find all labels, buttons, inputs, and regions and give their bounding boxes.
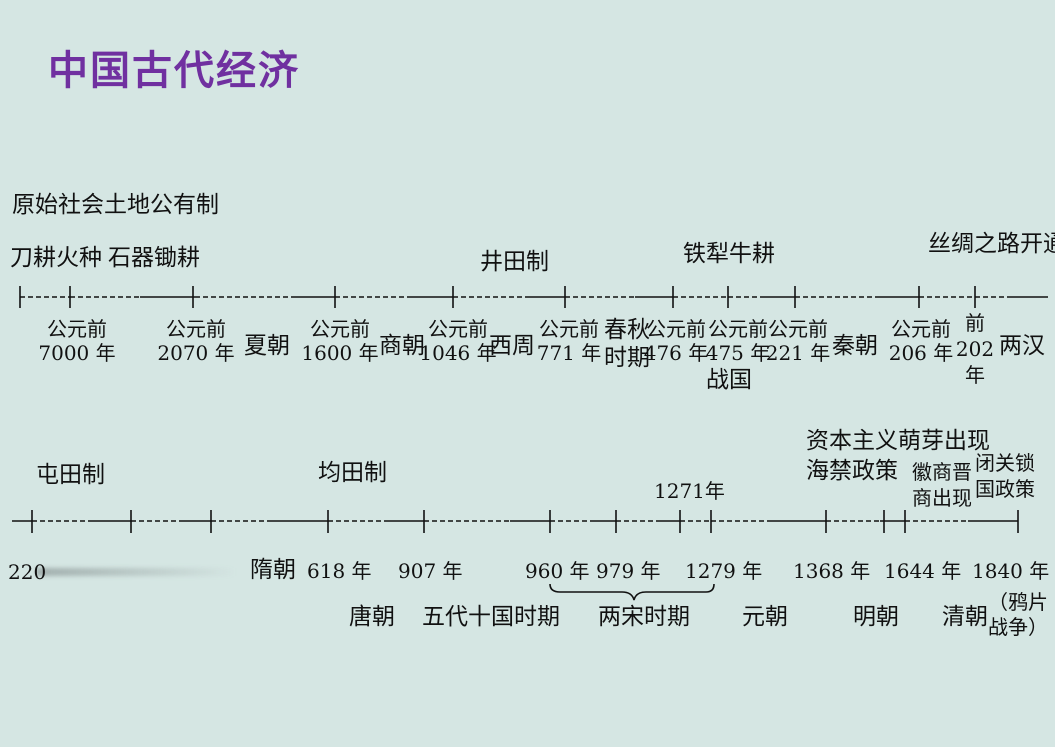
date-202bc: 前 202 年 [956,310,994,388]
label-tuntian: 屯田制 [36,462,105,488]
page-title: 中国古代经济 [48,48,300,94]
label-line: 国政策 [975,477,1035,501]
date-line: 公元前 [539,317,599,341]
label-opium-war: （鸦片 战争） [988,590,1048,640]
date-1046bc: 公元前 1046 年 [419,317,496,366]
label-huishang: 徽商晋 商出现 [912,459,972,511]
label-yuan: 元朝 [742,604,788,630]
label-jingtian: 井田制 [480,249,549,275]
label-daogeng: 刀耕火种 [10,245,102,271]
label-qin: 秦朝 [832,333,878,359]
date-line: 公元前 [427,317,488,341]
label-wudai: 五代十国时期 [422,604,560,630]
label-xia: 夏朝 [244,333,290,359]
year-220: 220 [8,560,47,584]
label-primitive-land-ownership: 原始社会土地公有制 [12,192,219,218]
date-line: 771 年 [536,341,602,366]
date-line: 年 [965,363,985,387]
label-xizhou: 西周 [489,333,535,359]
date-line: 206 年 [888,341,954,366]
date-line: 公元前 [708,317,768,341]
label-1271: 1271年 [654,479,725,503]
label-liangsong: 两宋时期 [598,604,690,630]
date-476bc: 公元前 476 年 [644,317,709,366]
label-line: 海禁政策 [806,457,898,484]
label-ziben-haijin: 资本主义萌芽出现 海禁政策 [806,427,990,487]
label-shang: 商朝 [379,333,425,359]
label-tieli: 铁犁牛耕 [683,241,775,267]
label-sui: 隋朝 [250,557,296,583]
label-tang: 唐朝 [349,604,395,630]
label-line: 闭关锁 [975,451,1035,475]
label-qing: 清朝 [942,604,988,630]
date-206bc: 公元前 206 年 [889,317,954,366]
date-221bc: 公元前 221 年 [766,317,831,366]
date-1600bc: 公元前 1600 年 [301,317,378,366]
date-line: 公元前 [768,317,828,341]
year-979: 979 年 [596,559,661,583]
date-475bc: 公元前 475 年 战国 [706,317,771,394]
year-618: 618 年 [307,559,372,583]
date-7000bc: 公元前 7000 年 [38,317,115,366]
date-line: 475 年 [705,341,771,366]
year-1279: 1279 年 [685,559,763,583]
date-2070bc: 公元前 2070 年 [157,317,234,366]
label-lianghan: 两汉 [999,333,1045,359]
label-juntian: 均田制 [318,460,387,486]
label-shiqi: 石器锄耕 [108,245,200,271]
date-line: 1600 年 [301,341,379,366]
date-771bc: 公元前 771 年 [537,317,602,366]
year-1644: 1644 年 [884,559,962,583]
label-line: 战争） [988,615,1048,639]
date-line: 公元前 [891,317,951,341]
date-line: 202 [955,337,995,361]
label-ming: 明朝 [853,604,899,630]
label-line: （鸦片 [988,590,1048,614]
date-line: 公元前 [165,317,226,341]
label-line: 商出现 [912,486,972,510]
date-line: 公元前 [646,317,706,341]
label-zhanguo: 战国 [706,366,752,393]
year-1368: 1368 年 [793,559,871,583]
label-sichou: 丝绸之路开通 [928,231,1055,257]
date-line: 476 年 [643,341,709,366]
year-1840: 1840 年 [972,559,1050,583]
year-960: 960 年 [525,559,590,583]
label-biguan: 闭关锁 国政策 [975,450,1035,502]
date-line: 公元前 [309,317,370,341]
date-line: 2070 年 [157,341,235,366]
date-line: 1046 年 [419,341,497,366]
date-line: 221 年 [765,341,831,366]
year-907: 907 年 [398,559,463,583]
label-line: 时期 [604,344,650,371]
label-line: 春秋 [604,317,650,343]
label-line: 徽商晋 [912,460,972,484]
date-line: 前 [965,311,985,335]
label-chunqiu: 春秋 时期 [604,317,650,372]
date-line: 7000 年 [38,341,116,366]
date-line: 公元前 [46,317,107,341]
faded-mark [36,568,236,576]
label-line: 资本主义萌芽出现 [806,428,990,454]
